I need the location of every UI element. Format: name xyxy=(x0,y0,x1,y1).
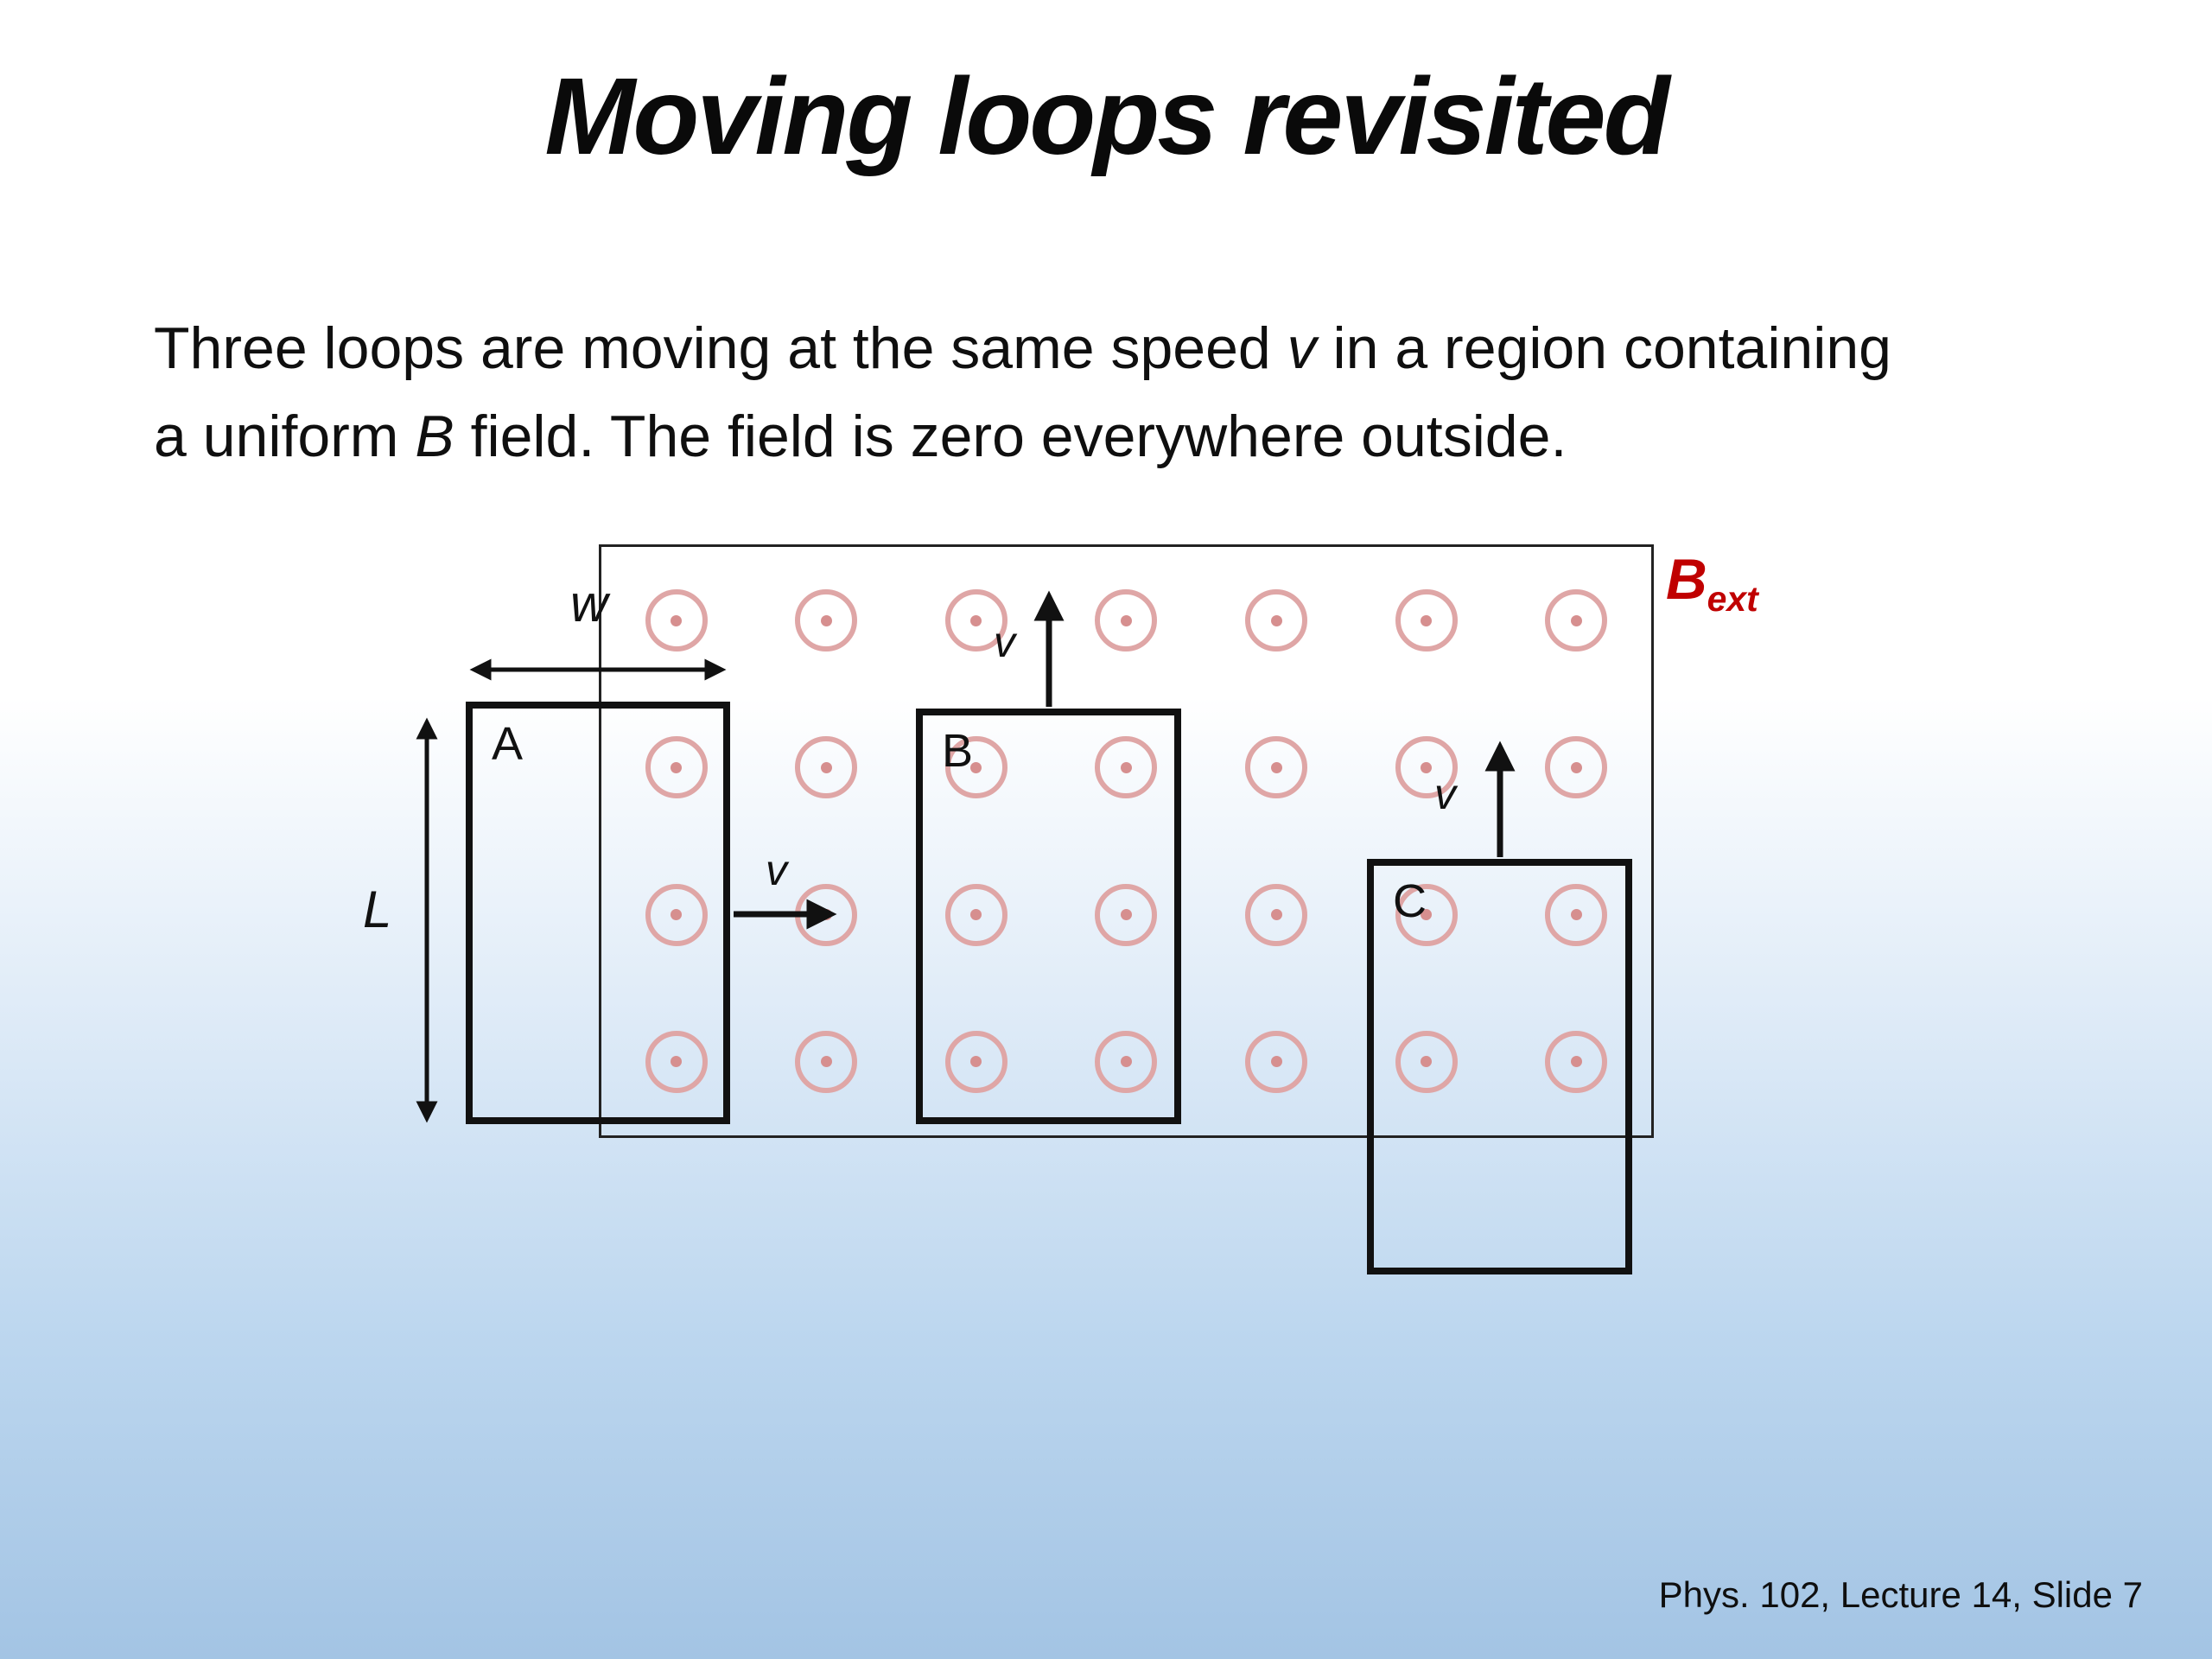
field-out-of-page-icon xyxy=(944,589,1007,652)
field-label-subscript: ext xyxy=(1707,579,1758,620)
field-out-of-page-icon xyxy=(944,883,1007,946)
field-symbol-grid xyxy=(601,547,1651,1135)
slide-footer: Phys. 102, Lecture 14, Slide 7 xyxy=(1658,1574,2143,1615)
field-out-of-page-icon xyxy=(1095,736,1158,799)
velocity-label-c: v xyxy=(1434,770,1456,818)
statement-text: field. The field is zero everywhere outs… xyxy=(454,404,1567,469)
field-out-of-page-icon xyxy=(795,1030,858,1093)
field-out-of-page-icon xyxy=(645,736,708,799)
statement-text: Three loops are moving at the same speed xyxy=(154,315,1287,381)
field-out-of-page-icon xyxy=(1545,1030,1608,1093)
velocity-symbol: v xyxy=(1287,315,1317,381)
length-label: L xyxy=(363,880,392,938)
statement-line-1: Three loops are moving at the same speed… xyxy=(154,304,1891,392)
field-out-of-page-icon xyxy=(1245,1030,1308,1093)
field-out-of-page-icon xyxy=(1245,883,1308,946)
statement-line-2: a uniform B field. The field is zero eve… xyxy=(154,392,1891,480)
statement-text: in a region containing xyxy=(1316,315,1891,381)
field-out-of-page-icon xyxy=(1095,883,1158,946)
external-field-label: Bext xyxy=(1666,546,1758,620)
field-out-of-page-icon xyxy=(1395,589,1458,652)
velocity-label-a: v xyxy=(766,846,787,894)
field-out-of-page-icon xyxy=(795,736,858,799)
loop-a: A xyxy=(466,702,730,1124)
field-out-of-page-icon xyxy=(944,1030,1007,1093)
field-out-of-page-icon xyxy=(1095,589,1158,652)
width-label: w xyxy=(570,575,608,632)
field-out-of-page-icon xyxy=(1245,736,1308,799)
field-out-of-page-icon xyxy=(1545,589,1608,652)
velocity-label-b: v xyxy=(994,618,1015,666)
field-symbol-text: B xyxy=(415,404,454,469)
field-out-of-page-icon xyxy=(645,589,708,652)
field-label-base: B xyxy=(1666,547,1707,611)
loop-b-label: B xyxy=(942,725,974,777)
field-out-of-page-icon xyxy=(1095,1030,1158,1093)
field-out-of-page-icon xyxy=(1545,736,1608,799)
field-region xyxy=(599,544,1654,1138)
loop-c-label: C xyxy=(1393,875,1427,927)
loop-a-label: A xyxy=(492,718,524,770)
loop-c: C xyxy=(1367,859,1632,1274)
field-out-of-page-icon xyxy=(1245,589,1308,652)
field-out-of-page-icon xyxy=(944,736,1007,799)
loop-b: B xyxy=(916,709,1181,1124)
problem-statement: Three loops are moving at the same speed… xyxy=(154,304,1891,480)
statement-text: a uniform xyxy=(154,404,416,469)
field-out-of-page-icon xyxy=(645,883,708,946)
field-out-of-page-icon xyxy=(795,883,858,946)
field-out-of-page-icon xyxy=(645,1030,708,1093)
slide-title: Moving loops revisited xyxy=(544,55,1669,177)
field-out-of-page-icon xyxy=(1395,883,1458,946)
field-out-of-page-icon xyxy=(1395,736,1458,799)
field-out-of-page-icon xyxy=(1545,883,1608,946)
field-out-of-page-icon xyxy=(1395,1030,1458,1093)
field-out-of-page-icon xyxy=(795,589,858,652)
